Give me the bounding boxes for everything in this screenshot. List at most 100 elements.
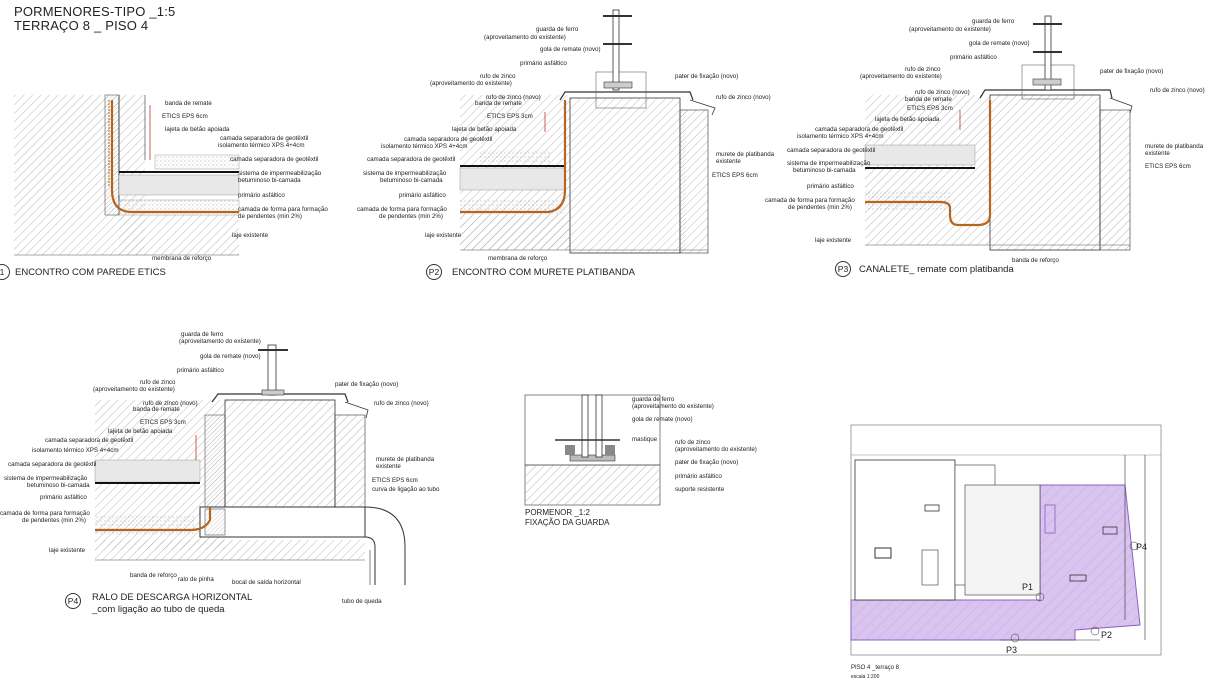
p4-label-curva: curva de ligação ao tubo: [372, 486, 440, 493]
p4-label-banda: banda de remate: [133, 406, 180, 413]
guard-label-suporte: suporte resistente: [675, 486, 725, 493]
p2-label-etics6: ETICS EPS 6cm: [712, 172, 758, 179]
p1-caption: ENCONTRO COM PAREDE ETICS: [15, 267, 166, 278]
detail-p1: [14, 94, 240, 256]
p4-label-primario-top: primário asfáltico: [177, 367, 224, 374]
p4-label-aprov: (aproveitamento do existente): [179, 338, 261, 345]
p2-label-primario-top: primário asfáltico: [520, 60, 567, 67]
p3-label-murete: murete de platibanda: [1145, 143, 1204, 150]
p1-label-betuminoso: betuminoso bi-camada: [238, 177, 301, 184]
p3-label-pater: pater de fixação (novo): [1100, 68, 1164, 75]
p2-label-pater: pater de fixação (novo): [675, 73, 739, 80]
p4-label-murete: murete de platibanda: [376, 456, 435, 463]
p4-label-rufo-zinco: rufo de zinco: [140, 379, 176, 386]
p4-label-membrana: banda de reforço: [130, 572, 177, 579]
guard-label-primario: primário asfáltico: [675, 473, 722, 480]
guard-label-guarda: guarda de ferro: [632, 396, 675, 403]
p4-label-etics6: ETICS EPS 6cm: [372, 477, 418, 484]
p3-label-sistema: sistema de impermeabilização: [787, 160, 871, 167]
p4-label-bocal: bocal de saída horizontal: [232, 579, 301, 586]
p3-label-rufo-novo2: rufo de zinco (novo): [915, 89, 970, 96]
p4-badge: P4: [65, 593, 81, 609]
p4-label-forma: camada de forma para formação: [0, 510, 90, 517]
p2-label-camada-sep: camada separadora de geotêxtil: [367, 156, 456, 163]
p3-label-primario: primário asfáltico: [807, 183, 854, 190]
guard-label-aprov2: (aproveitamento do existente): [675, 446, 757, 453]
p3-label-laje: laje existente: [815, 237, 852, 244]
p3-label-isolamento: isolamento térmico XPS 4+4cm: [797, 133, 884, 140]
p3-label-membrana: banda de reforço: [1012, 257, 1059, 264]
p2-label-aprov2: (aproveitamento do existente): [430, 80, 512, 87]
p4-label-rufo-novo2: rufo de zinco (novo): [143, 400, 198, 407]
p3-label-guarda: guarda de ferro: [972, 18, 1015, 25]
p3-caption: CANALETE_ remate com platibanda: [859, 264, 1014, 275]
p4-label-sistema: sistema de impermeabilização: [4, 475, 88, 482]
p3-label-rufo-zinco: rufo de zinco: [905, 66, 941, 73]
p4-label-camada-sep: camada separadora de geotêxtil: [8, 461, 97, 468]
plan-scale: escala 1:200: [851, 674, 880, 680]
detail-p4: [94, 344, 406, 585]
p4-label-betuminoso: betuminoso bi-camada: [27, 482, 90, 489]
p2-label-guarda: guarda de ferro: [536, 26, 579, 33]
p3-label-gola: gola de remate (novo): [969, 40, 1030, 47]
plan-caption: PISO 4 _terraço 8: [851, 665, 900, 671]
p3-label-etics3: ETICS EPS 3cm: [907, 105, 953, 112]
guard-label-rufo: rufo de zinco: [675, 439, 711, 446]
p4-label-ralo: ralo de pinha: [178, 576, 214, 583]
p1-label-banda: banda de remate: [165, 100, 212, 107]
p3-label-rufo-novo: rufo de zinco (novo): [1150, 87, 1205, 94]
p4-label-rufo-novo: rufo de zinco (novo): [374, 400, 429, 407]
p2-label-rufo-novo: rufo de zinco (novo): [716, 94, 771, 101]
plan-label-p1: P1: [1022, 582, 1034, 592]
p4-label-laje: laje existente: [49, 547, 86, 554]
p2-caption: ENCONTRO COM MURETE PLATIBANDA: [452, 267, 635, 278]
p1-label-sistema: sistema de impermeabilização: [238, 170, 322, 177]
p3-label-betuminoso: betuminoso bi-camada: [793, 167, 856, 174]
p4-label-guarda: guarda de ferro: [181, 331, 224, 338]
guard-caption: PORMENOR _1:2: [525, 508, 590, 517]
p3-label-aprov2: (aproveitamento do existente): [860, 73, 942, 80]
p2-badge: P2: [426, 264, 442, 280]
p4-subcaption: _com ligação ao tubo de queda: [92, 604, 225, 615]
p4-label-primario: primário asfáltico: [40, 494, 87, 501]
p4-label-etics3: ETICS EPS 3cm: [140, 419, 186, 426]
p4-label-lajeta: lajeta de betão apoiada: [108, 428, 173, 435]
p2-label-murete: murete de platibanda: [716, 151, 775, 158]
p2-label-gola: gola de remate (novo): [540, 46, 601, 53]
p3-label-camada-geo: camada separadora de geotêxtil: [815, 126, 904, 133]
p2-label-forma: camada de forma para formação: [357, 206, 447, 213]
p4-label-pater: pater de fixação (novo): [335, 381, 399, 388]
p4-label-pendentes: de pendentes (min 2%): [22, 517, 86, 524]
detail-p2: [459, 9, 716, 254]
guard-label-pater: pater de fixação (novo): [675, 459, 739, 466]
guard-label-gola: gola de remate (novo): [632, 416, 693, 423]
p2-label-laje: laje existente: [425, 232, 462, 239]
p1-label-camada-sep: camada separadora de geotêxtil: [230, 156, 319, 163]
p3-label-camada-sep: camada separadora de geotêxtil: [787, 147, 876, 154]
floor-plan: [850, 424, 1162, 656]
p3-label-existente: existente: [1145, 150, 1170, 157]
guard-label-mastique: mastique: [632, 436, 658, 443]
guard-subcaption: FIXAÇÃO DA GUARDA: [525, 518, 610, 527]
p1-label-etics: ETICS EPS 6cm: [162, 113, 208, 120]
p3-label-etics6: ETICS EPS 6cm: [1145, 163, 1191, 170]
p3-label-primario-top: primário asfáltico: [950, 54, 997, 61]
p2-label-betuminoso: betuminoso bi-camada: [380, 177, 443, 184]
p2-label-membrana: membrana de reforço: [488, 255, 548, 262]
p4-label-gola: gola de remate (novo): [200, 353, 261, 360]
p1-label-forma: camada de forma para formação: [238, 206, 328, 213]
p2-label-isolamento: isolamento térmico XPS 4+4cm: [381, 143, 468, 150]
p1-label-pendentes: de pendentes (min 2%): [238, 213, 302, 220]
p2-label-aprov: (aproveitamento do existente): [484, 34, 566, 41]
sheet-title: PORMENORES-TIPO _1:5: [14, 4, 176, 19]
p2-label-pendentes: de pendentes (min 2%): [379, 213, 443, 220]
p4-caption: RALO DE DESCARGA HORIZONTAL: [92, 592, 253, 603]
p1-label-primario: primário asfáltico: [238, 192, 285, 199]
p3-label-pendentes: de pendentes (min 2%): [788, 204, 852, 211]
p2-label-etics3: ETICS EPS 3cm: [487, 113, 533, 120]
p2-label-sistema: sistema de impermeabilização: [363, 170, 447, 177]
p3-badge: P3: [835, 261, 851, 277]
p1-label-lajeta: lajeta de betão apoiada: [165, 126, 230, 133]
p2-label-camada-geo: camada separadora de geotêxtil: [404, 136, 493, 143]
